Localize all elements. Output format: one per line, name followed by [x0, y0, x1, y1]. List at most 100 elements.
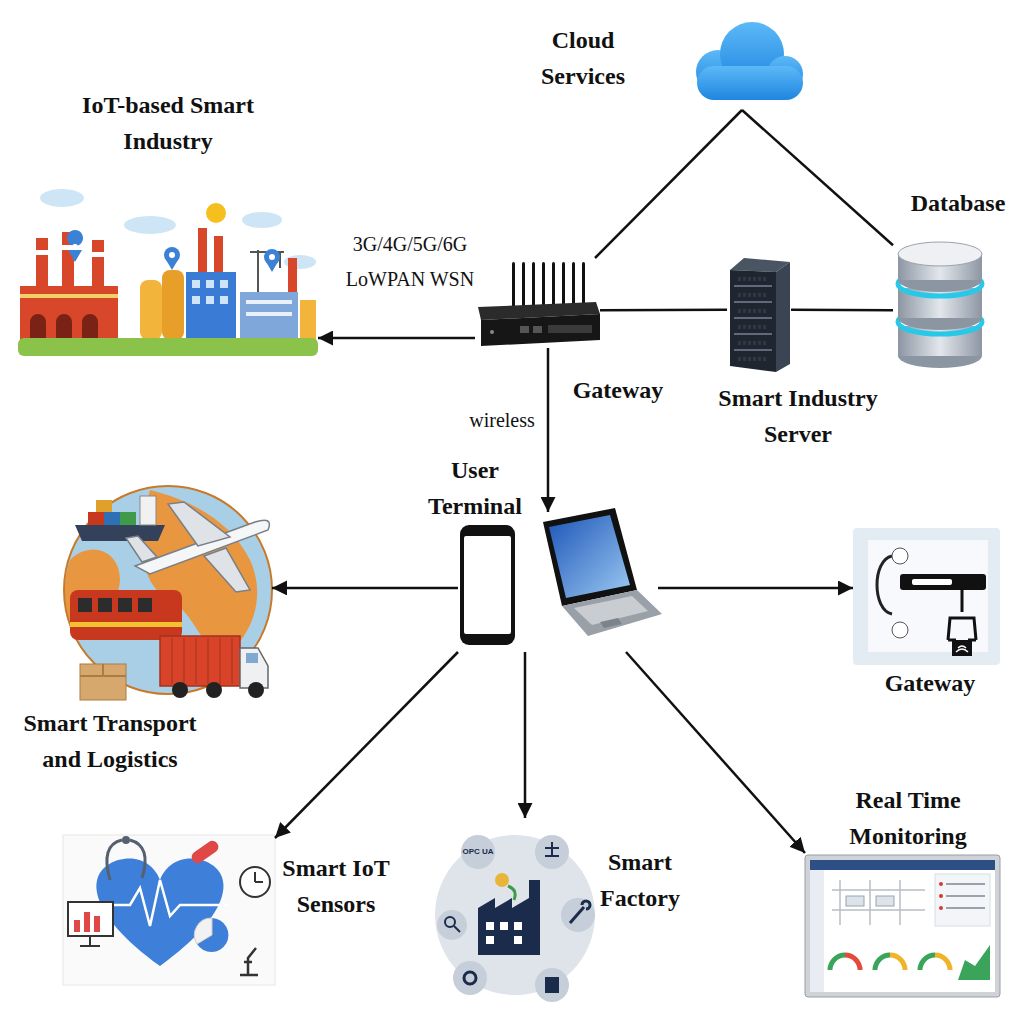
monitor-illustration: [939, 882, 943, 886]
transport-illustration: [246, 653, 258, 663]
monitor-illustration: [810, 870, 824, 992]
gateway-icon: [900, 574, 986, 590]
industry-illustration: [164, 247, 180, 263]
transport-illustration: [70, 622, 182, 627]
connector-line: [595, 110, 742, 258]
user-devices: [460, 525, 515, 645]
transport-illustration: [248, 682, 264, 698]
transport-illustration: [160, 636, 240, 686]
sensors-illustration: [107, 840, 145, 880]
transport-illustration: [65, 490, 257, 660]
transport-illustration: [88, 512, 104, 525]
industry-illustration: [246, 300, 292, 304]
server-node: Smart Industry Server: [727, 258, 791, 373]
gateway-device: [520, 326, 529, 333]
industry-illustration: [264, 249, 280, 265]
transport-illustration: [64, 486, 272, 694]
transport-illustration: [78, 598, 92, 612]
factory-illustration: [435, 835, 595, 1002]
gateway-device: [548, 325, 592, 333]
gateway-device: [533, 326, 542, 333]
industry-illustration: [269, 254, 275, 260]
gateway-icon: [912, 579, 952, 585]
transport-node: Smart Transport and Logistics: [60, 478, 272, 700]
gateway-node: Gateway: [853, 528, 1000, 665]
transport-illustration: [80, 664, 126, 676]
gateway-device: [490, 330, 494, 334]
gateway-icon: [948, 618, 976, 640]
industry-illustration: [246, 312, 292, 316]
connector-arrow: [272, 587, 458, 590]
server-rack: [776, 262, 790, 372]
gateway-device: [562, 262, 565, 307]
transport-illustration: [75, 525, 165, 541]
server-rack: [730, 258, 790, 372]
node-heading: Smart Industry Server: [703, 380, 893, 452]
user-devices: [600, 618, 622, 628]
factory-illustration: [453, 961, 487, 995]
monitor-illustration: [939, 906, 943, 910]
gateway-device: [481, 314, 600, 346]
industry-illustration: [250, 250, 284, 292]
monitor-illustration: [958, 945, 990, 980]
factory-illustration: [514, 936, 522, 944]
gateway-device: [542, 262, 545, 307]
factory-illustration: [508, 886, 515, 900]
connector-arrow: [524, 652, 527, 818]
industry-illustration: [92, 240, 104, 288]
database-cylinder: [898, 242, 982, 368]
industry-illustration: [140, 280, 162, 340]
industry-illustration: [36, 238, 48, 288]
monitoring-node: Real Time Monitoring: [805, 853, 1000, 998]
cloud-icon: [697, 66, 803, 100]
monitor-illustration: [946, 884, 985, 908]
monitor-illustration: [935, 955, 950, 970]
factory-illustration: [435, 835, 595, 995]
gateway-icon: [961, 590, 964, 612]
monitor-illustration: [805, 855, 1000, 997]
node-heading: IoT-based Smart Industry: [68, 87, 268, 159]
industry-illustration: [206, 203, 226, 223]
industry-illustration: [124, 216, 176, 234]
sensors-illustration: [240, 948, 258, 975]
factory-illustration: [445, 917, 455, 927]
industry-illustration: [30, 314, 98, 340]
sensors-illustration: [255, 872, 263, 882]
transport-illustration: [172, 682, 188, 698]
factory-illustration: [545, 977, 559, 993]
transport-illustration: [140, 496, 156, 525]
user-devices: [464, 536, 511, 634]
server-rack: [738, 279, 768, 359]
transport-illustration: [64, 486, 272, 700]
connector-arrow: [275, 652, 458, 838]
industry-illustration: [18, 189, 318, 356]
user-devices: [543, 508, 637, 606]
monitor-illustration: [890, 955, 905, 970]
monitor-illustration: [920, 955, 935, 970]
transport-illustration: [98, 598, 112, 612]
factory-illustration: [461, 835, 495, 869]
factory-illustration: [545, 842, 559, 856]
industry-illustration: [169, 252, 175, 258]
server-rack: [730, 270, 776, 372]
transport-illustration: [80, 664, 126, 700]
industry-illustration: [20, 286, 118, 342]
node-heading: Smart Factory: [590, 844, 690, 916]
database-cylinder: [898, 242, 982, 266]
industry-illustration: [214, 236, 223, 273]
sensors-illustration: [74, 920, 80, 932]
transport-illustration: [204, 548, 250, 592]
monitor-illustration: [846, 896, 864, 906]
gateway-device: [532, 262, 535, 307]
industry-illustration: [206, 280, 214, 288]
factory-illustration: [561, 898, 595, 932]
gateway-icon: [853, 528, 1000, 665]
industry-illustration: [67, 230, 83, 262]
transport-illustration: [118, 598, 132, 612]
node-heading: Smart Transport and Logistics: [2, 705, 218, 777]
factory-node: Smart Factory: [433, 818, 595, 1010]
factory-illustration: [478, 880, 540, 955]
node-heading: Cloud Services: [518, 22, 648, 94]
gateway-icon: [956, 646, 968, 652]
industry-illustration: [192, 280, 200, 288]
